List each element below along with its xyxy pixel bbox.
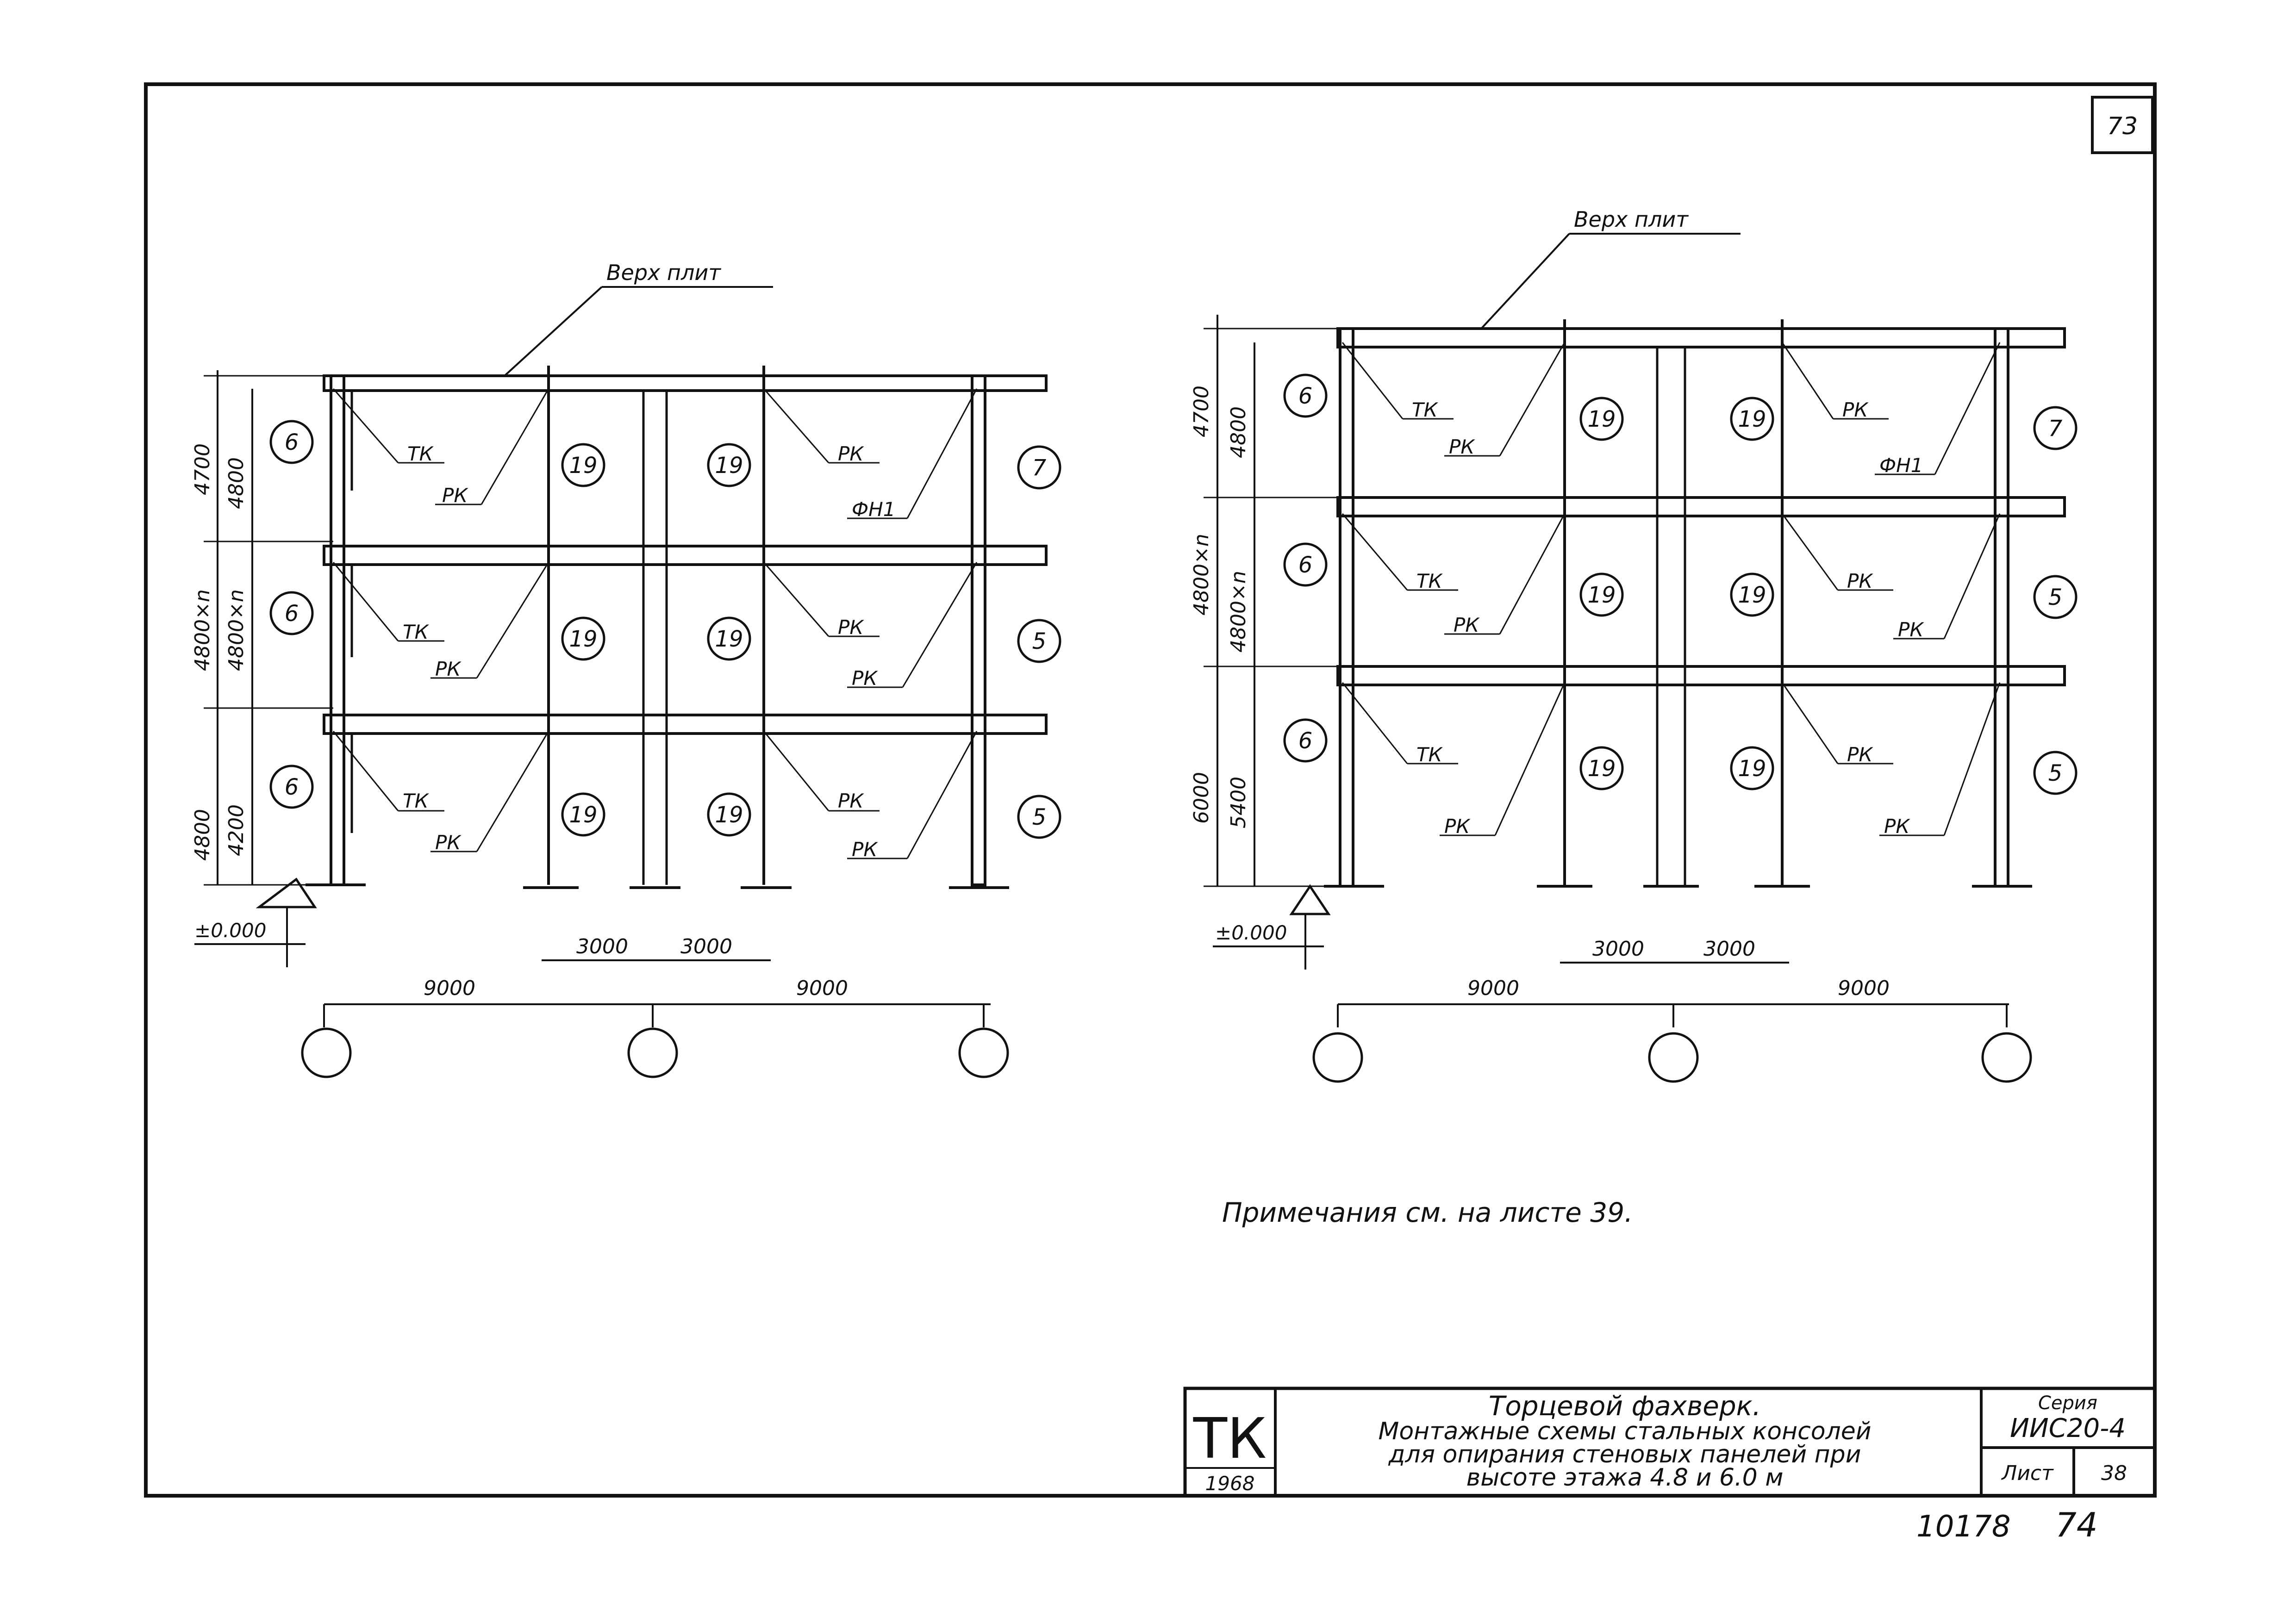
tk-label: ТК: [1412, 398, 1439, 421]
bottom-number: 10178: [1916, 1510, 2011, 1544]
rk-label: РК: [838, 616, 864, 639]
rk-label: РК: [435, 658, 462, 680]
level-mark: ±0.000: [1215, 921, 1287, 944]
mark-mid: 19: [1738, 582, 1766, 608]
mark-right-1: 7: [1032, 455, 1047, 481]
span-small-2: 3000: [1703, 937, 1755, 961]
dim-inner-3: 4200: [225, 804, 248, 856]
tk-label: ТК: [403, 790, 430, 812]
span-small-1: 3000: [576, 935, 628, 958]
dim-inner-3: 5400: [1227, 777, 1250, 828]
tk-label: ТК: [407, 442, 434, 465]
dim-inner-2: 4800×n: [225, 589, 248, 671]
mark-left-2: 6: [285, 601, 299, 627]
dim-inner-2: 4800×n: [1227, 571, 1250, 653]
mark-mid: 19: [1738, 756, 1766, 782]
mark-mid: 19: [1587, 406, 1616, 432]
rk-label: РК: [1454, 614, 1480, 636]
dim-outer-2: 4800×n: [1190, 534, 1213, 616]
title-line-3: для опирания стеновых панелей при: [1388, 1441, 1861, 1468]
mark-left-3: 6: [285, 774, 299, 800]
frame-right: Верх плит ±0.000 4700 4800×n 6000 4800 4…: [1190, 207, 2078, 1083]
axis-bubble: [1981, 1032, 2032, 1083]
axis-bubble: [958, 1027, 1009, 1078]
mark-left-1: 6: [285, 429, 299, 455]
rk-label: РК: [1444, 815, 1471, 838]
dim-inner-1: 4800: [1227, 406, 1250, 458]
fh-label: ФН1: [852, 498, 895, 521]
rk-label: РК: [852, 667, 878, 690]
title-org: ТК: [1193, 1407, 1267, 1471]
title-line-4: высоте этажа 4.8 и 6.0 м: [1466, 1464, 1784, 1492]
bottom-page: 74: [2055, 1505, 2098, 1544]
series-label: Серия: [2038, 1393, 2097, 1414]
mark-mid: 19: [715, 626, 743, 652]
span-large-2: 9000: [796, 976, 848, 1000]
sheet-label: Лист: [2001, 1461, 2054, 1485]
mark-left-1: 6: [1298, 383, 1313, 409]
tk-label: ТК: [403, 621, 430, 643]
rk-label: РК: [435, 831, 462, 854]
mark-mid: 19: [1587, 582, 1616, 608]
span-small-1: 3000: [1592, 937, 1644, 961]
rk-label: РК: [1449, 435, 1475, 458]
top-label: Верх плит: [1574, 207, 1689, 232]
title-line-2: Монтажные схемы стальных консолей: [1378, 1418, 1871, 1445]
axis-bubble: [1312, 1032, 1363, 1083]
page-number-box: [2091, 96, 2154, 154]
frame-left: Верх плит ±0.000 470: [191, 260, 1061, 1078]
axis-bubble: [301, 1027, 352, 1078]
rk-label: РК: [838, 442, 864, 465]
span-large-2: 9000: [1838, 976, 1890, 1000]
dim-outer-3: 6000: [1190, 772, 1213, 824]
rk-label: РК: [1898, 618, 1924, 641]
rk-label: РК: [1842, 398, 1869, 421]
mark-right-1: 7: [2048, 416, 2063, 442]
mark-mid: 19: [1738, 406, 1766, 432]
mark-mid: 19: [1587, 756, 1616, 782]
mark-mid: 19: [715, 802, 743, 828]
dim-outer-3: 4800: [191, 809, 214, 861]
rk-label: РК: [838, 790, 864, 812]
dim-outer-1: 4700: [191, 443, 214, 495]
rk-label: РК: [852, 838, 878, 861]
mark-right-3: 5: [2048, 760, 2063, 786]
mark-right-2: 5: [1032, 628, 1047, 654]
fh-label: ФН1: [1879, 454, 1923, 477]
mark-mid: 19: [569, 453, 597, 479]
rk-label: РК: [1847, 570, 1873, 592]
span-small-2: 3000: [680, 935, 732, 958]
dim-outer-1: 4700: [1190, 386, 1213, 437]
tk-label: ТК: [1416, 743, 1443, 766]
page-number: 73: [2107, 112, 2138, 140]
title-block: ТК 1968 Торцевой фахверк. Монтажные схем…: [1183, 1387, 2157, 1498]
title-year: 1968: [1205, 1472, 1255, 1495]
top-label: Верх плит: [606, 260, 721, 285]
title-line-1: Торцевой фахверк.: [1489, 1390, 1761, 1422]
dim-outer-2: 4800×n: [191, 589, 214, 671]
mark-mid: 19: [569, 802, 597, 828]
mark-left-2: 6: [1298, 552, 1313, 578]
series-value: ИИС20-4: [2010, 1413, 2126, 1443]
sheet-value: 38: [2101, 1461, 2127, 1485]
mark-right-3: 5: [1032, 804, 1047, 830]
note: Примечания см. на листе 39.: [1222, 1197, 1633, 1228]
rk-label: РК: [1884, 815, 1910, 838]
rk-label: РК: [442, 484, 468, 507]
rk-label: РК: [1847, 743, 1873, 766]
mark-left-3: 6: [1298, 728, 1313, 754]
span-large-1: 9000: [424, 976, 475, 1000]
mark-mid: 19: [715, 453, 743, 479]
mark-right-2: 5: [2048, 585, 2063, 610]
level-mark: ±0.000: [194, 919, 266, 942]
axis-bubble: [627, 1027, 678, 1078]
dim-inner-1: 4800: [225, 457, 248, 509]
sheet-border: [144, 82, 2157, 1498]
span-large-1: 9000: [1467, 976, 1519, 1000]
axis-bubble: [1648, 1032, 1699, 1083]
tk-label: ТК: [1416, 570, 1443, 592]
mark-mid: 19: [569, 626, 597, 652]
